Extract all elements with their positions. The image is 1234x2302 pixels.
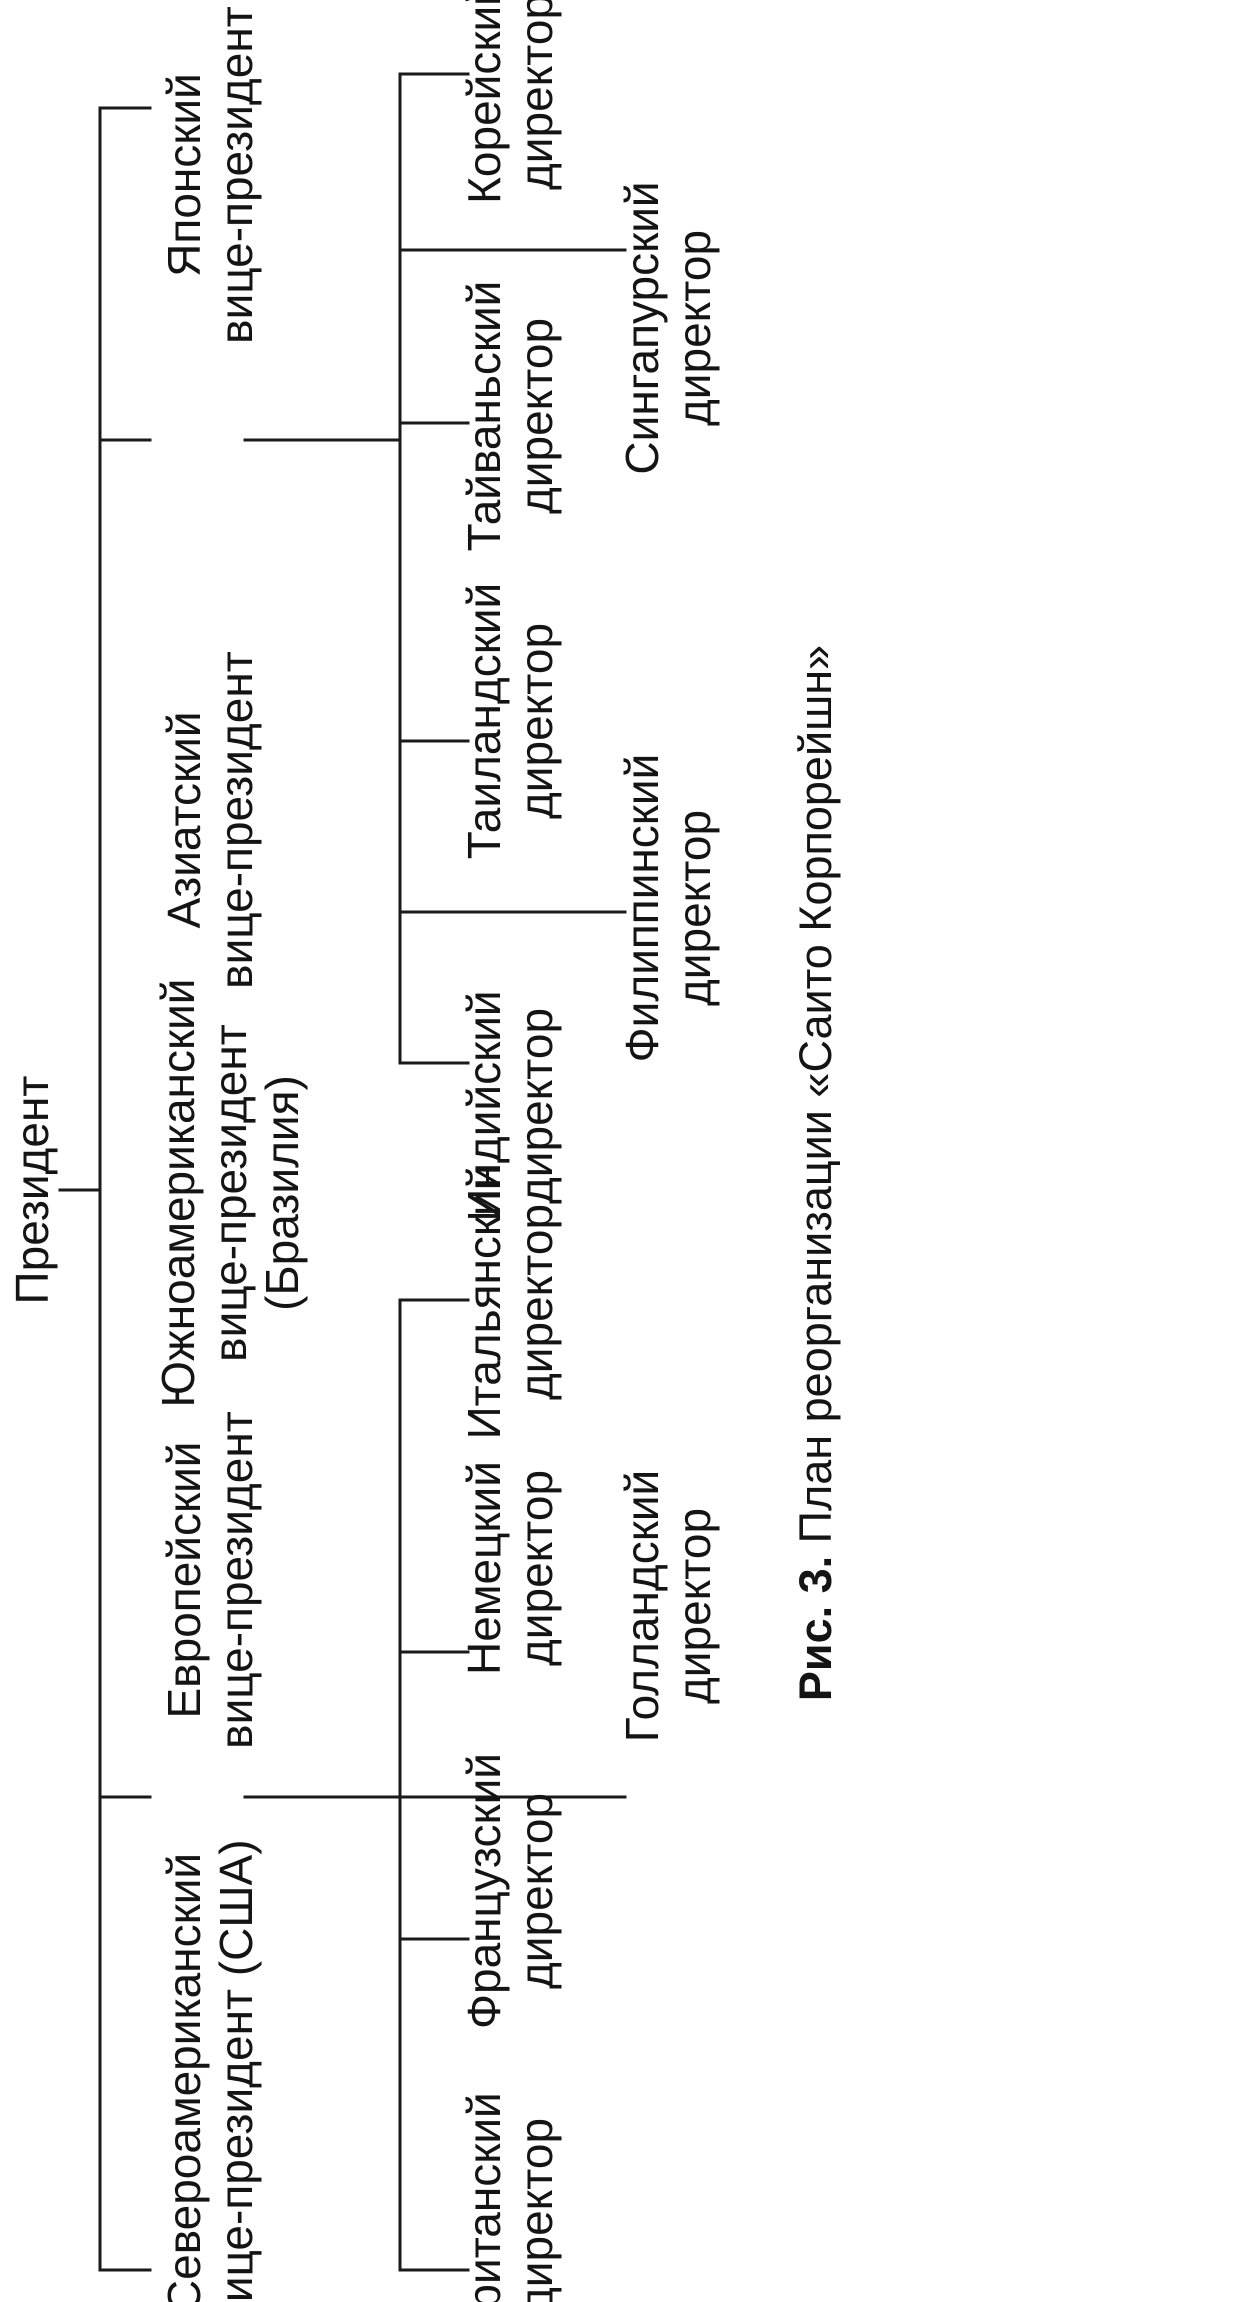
node-vp-japan: Японскийвице-президент bbox=[158, 6, 262, 344]
node-label-line: Европейский bbox=[158, 1442, 210, 1719]
node-vp-asia: Азиатскийвице-президент bbox=[158, 651, 262, 989]
node-dir-italian: Итальянскийдиректор bbox=[458, 1165, 562, 1440]
node-dir-taiwanese: Тайваньскийдиректор bbox=[458, 281, 562, 552]
node-label-line: Североамериканский bbox=[158, 1853, 210, 2302]
node-label-line: Итальянский bbox=[458, 1165, 510, 1440]
node-dir-french: Французскийдиректор bbox=[458, 1753, 562, 2029]
node-label-line: Голландский bbox=[616, 1470, 668, 1742]
node-label-line: вице-президент bbox=[204, 1024, 256, 1362]
node-dir-singapore: Сингапурскийдиректор bbox=[616, 181, 720, 474]
figure-caption: Рис. 3. План реорганизации «Саито Корпор… bbox=[790, 645, 841, 1701]
node-label-line: Сингапурский bbox=[616, 181, 668, 474]
node-label-line: Южноамериканский bbox=[152, 979, 204, 1408]
node-dir-british: Британскийдиректор bbox=[458, 2092, 562, 2302]
node-label-line: Таиландский bbox=[458, 583, 510, 860]
node-label-line: Японский bbox=[158, 73, 210, 277]
node-label-line: Корейский bbox=[458, 0, 510, 204]
node-label-line: Британский bbox=[458, 2092, 510, 2302]
node-label-line: Филиппинский bbox=[616, 754, 668, 1063]
node-dir-indian: Индийскийдиректор bbox=[458, 990, 562, 1221]
node-label-line: директор bbox=[510, 1470, 562, 1666]
node-label-line: директор bbox=[510, 318, 562, 514]
node-label-line: директор bbox=[668, 230, 720, 426]
caption-number: Рис. 3. bbox=[790, 1556, 841, 1701]
node-label-line: Немецкий bbox=[458, 1461, 510, 1675]
node-label-line: директор bbox=[510, 1793, 562, 1989]
node-label-line: Азиатский bbox=[158, 711, 210, 928]
node-label-line: Французский bbox=[458, 1753, 510, 2029]
node-label-line: Индийский bbox=[458, 990, 510, 1221]
node-dir-dutch: Голландскийдиректор bbox=[616, 1470, 720, 1742]
node-dir-korean: Корейскийдиректор bbox=[458, 0, 562, 204]
node-dir-philippine: Филиппинскийдиректор bbox=[616, 754, 720, 1063]
node-label-line: директор bbox=[510, 1008, 562, 1204]
node-vp-europe: Европейскийвице-президент bbox=[158, 1411, 262, 1749]
node-vp-north-america: Североамериканскийвице-президент (США) bbox=[158, 1839, 262, 2302]
node-label-line: директор bbox=[668, 810, 720, 1006]
node-dir-german: Немецкийдиректор bbox=[458, 1461, 562, 1675]
node-label-line: Тайваньский bbox=[458, 281, 510, 552]
node-label-line: вице-президент bbox=[210, 1411, 262, 1749]
caption-text: План реорганизации «Саито Корпорейшн» bbox=[790, 645, 841, 1556]
node-label-line: (Бразилия) bbox=[256, 1075, 308, 1311]
node-label-line: директор bbox=[510, 1204, 562, 1400]
node-label-line: вице-президент bbox=[210, 6, 262, 344]
node-label-line: Президент bbox=[6, 1076, 58, 1305]
node-labels: ПрезидентСевероамериканскийвице-президен… bbox=[6, 0, 720, 2302]
node-label-line: вице-президент bbox=[210, 651, 262, 989]
node-label-line: директор bbox=[668, 1508, 720, 1704]
node-dir-thai: Таиландскийдиректор bbox=[458, 583, 562, 860]
node-label-line: директор bbox=[510, 2118, 562, 2302]
node-vp-south-america: Южноамериканскийвице-президент(Бразилия) bbox=[152, 979, 308, 1408]
node-label-line: директор bbox=[510, 0, 562, 190]
node-label-line: вице-президент (США) bbox=[210, 1839, 262, 2302]
node-president: Президент bbox=[6, 1076, 58, 1305]
connector-lines bbox=[58, 72, 627, 2272]
node-label-line: директор bbox=[510, 623, 562, 819]
